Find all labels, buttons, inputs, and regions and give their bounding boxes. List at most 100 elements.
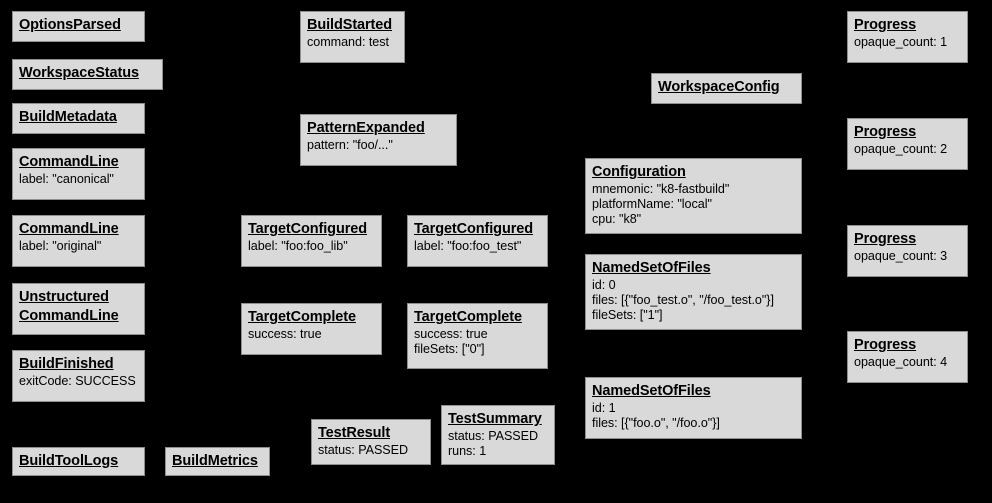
node-fields: mnemonic: "k8-fastbuild"platformName: "l… [592, 182, 795, 227]
event-node-target-configured-test[interactable]: TargetConfigured label: "foo:foo_test" [407, 215, 548, 267]
event-node-workspace-config[interactable]: WorkspaceConfig [651, 73, 802, 104]
event-node-progress-4[interactable]: Progress opaque_count: 4 [847, 331, 968, 383]
node-title-group: Progress [854, 123, 961, 142]
node-title: OptionsParsed [19, 17, 121, 33]
node-field: success: true [414, 327, 488, 342]
node-title: CommandLine [19, 308, 119, 325]
node-field: runs: 1 [448, 443, 487, 458]
event-node-configuration[interactable]: Configuration mnemonic: "k8-fastbuild"pla… [585, 158, 802, 234]
node-title-group: Progress [854, 336, 961, 355]
node-title: Progress [854, 337, 917, 353]
event-node-command-line-canonical[interactable]: CommandLine label: "canonical" [12, 148, 145, 200]
event-node-target-complete-lib[interactable]: TargetComplete success: true [241, 303, 382, 355]
node-fields: label: "foo:foo_test" [414, 239, 541, 254]
node-title: Unstructured [19, 289, 109, 305]
node-field: id: 0 [592, 278, 616, 293]
node-title: BuildFinished [19, 356, 114, 372]
node-title-group: CommandLine [19, 220, 138, 239]
node-title-group: WorkspaceConfig [658, 78, 795, 97]
node-fields: label: "original" [19, 239, 138, 254]
node-title: PatternExpanded [307, 120, 425, 136]
node-fields: exitCode: SUCCESS [19, 374, 138, 389]
node-title-group: Progress [854, 16, 961, 35]
node-field: command: test [307, 35, 389, 50]
node-title-group: NamedSetOfFiles [592, 259, 795, 278]
node-title: TargetComplete [248, 309, 356, 325]
node-title-group: TestResult [318, 424, 424, 443]
node-title: TargetConfigured [414, 221, 533, 237]
node-field: exitCode: SUCCESS [19, 374, 136, 389]
event-node-build-started[interactable]: BuildStarted command: test [300, 11, 405, 63]
node-title: Configuration [592, 164, 686, 180]
node-title: TargetConfigured [248, 221, 367, 237]
node-title-group: WorkspaceStatus [19, 64, 156, 83]
node-field: pattern: "foo/..." [307, 138, 393, 153]
event-node-pattern-expanded[interactable]: PatternExpanded pattern: "foo/..." [300, 114, 457, 166]
node-title: BuildToolLogs [19, 453, 119, 469]
node-field: success: true [248, 327, 322, 342]
node-title-group: CommandLine [19, 153, 138, 172]
node-fields: success: true [248, 327, 375, 342]
event-node-build-metrics[interactable]: BuildMetrics [165, 447, 270, 476]
node-fields: opaque_count: 1 [854, 35, 961, 50]
node-field: cpu: "k8" [592, 211, 642, 226]
event-node-target-configured-lib[interactable]: TargetConfigured label: "foo:foo_lib" [241, 215, 382, 267]
node-fields: opaque_count: 2 [854, 142, 961, 157]
node-title-group: TargetComplete [414, 308, 541, 327]
node-title-group: NamedSetOfFiles [592, 382, 795, 401]
node-fields: pattern: "foo/..." [307, 138, 450, 153]
event-node-workspace-status[interactable]: WorkspaceStatus [12, 59, 163, 90]
node-title-group: BuildFinished [19, 355, 138, 374]
node-title-group: TargetComplete [248, 308, 375, 327]
event-node-test-result[interactable]: TestResult status: PASSED [311, 419, 431, 465]
event-node-build-metadata[interactable]: BuildMetadata [12, 103, 145, 134]
node-title-group: Progress [854, 230, 961, 249]
node-title: Progress [854, 124, 917, 140]
node-field: label: "canonical" [19, 172, 114, 187]
node-fields: label: "canonical" [19, 172, 138, 187]
event-node-options-parsed[interactable]: OptionsParsed [12, 11, 145, 42]
node-title: CommandLine [19, 154, 119, 170]
node-field: id: 1 [592, 401, 616, 416]
node-field: files: [{"foo.o", "/foo.o"}] [592, 415, 720, 430]
node-title-group: TestSummary [448, 410, 548, 429]
node-title-group: TargetConfigured [248, 220, 375, 239]
node-title-group: BuildStarted [307, 16, 398, 35]
node-fields: label: "foo:foo_lib" [248, 239, 375, 254]
node-field: mnemonic: "k8-fastbuild" [592, 182, 730, 197]
node-field: files: [{"foo_test.o", "/foo_test.o"}] [592, 292, 774, 307]
event-node-build-tool-logs[interactable]: BuildToolLogs [12, 447, 145, 476]
node-field: platformName: "local" [592, 196, 712, 211]
node-fields: status: PASSED [318, 443, 424, 458]
node-title-group: TargetConfigured [414, 220, 541, 239]
node-fields: command: test [307, 35, 398, 50]
event-node-progress-2[interactable]: Progress opaque_count: 2 [847, 118, 968, 170]
node-field: label: "original" [19, 239, 102, 254]
node-title: Progress [854, 231, 917, 247]
node-field: opaque_count: 2 [854, 142, 948, 157]
node-title: BuildMetrics [172, 453, 258, 469]
node-field: opaque_count: 1 [854, 35, 948, 50]
node-title: WorkspaceConfig [658, 79, 780, 95]
node-title: TestResult [318, 425, 391, 441]
node-field: opaque_count: 4 [854, 355, 948, 370]
node-title: BuildStarted [307, 17, 393, 33]
node-field: status: PASSED [448, 429, 539, 444]
node-title-group: PatternExpanded [307, 119, 450, 138]
node-title: TestSummary [448, 411, 542, 427]
node-field: fileSets: ["1"] [592, 307, 663, 322]
event-node-build-finished[interactable]: BuildFinished exitCode: SUCCESS [12, 350, 145, 402]
